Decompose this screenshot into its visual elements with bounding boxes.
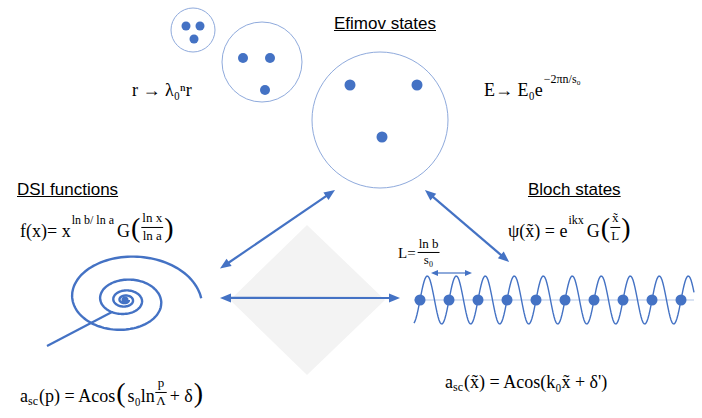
formula-part: Λ	[156, 394, 165, 409]
formula-part: (p) = Acos	[39, 386, 115, 407]
lattice-dot	[473, 295, 484, 306]
formula-part: ψ(x̃) = e	[508, 221, 567, 242]
formula-part: s₀	[424, 253, 434, 268]
arrow-head	[389, 293, 400, 302]
section-heading: DSI functions	[17, 180, 118, 200]
formula-part: L=	[398, 245, 416, 262]
double-arrow	[220, 190, 335, 269]
formula-part: ln b	[419, 237, 439, 252]
fraction-bar	[155, 392, 166, 393]
arrow-line	[229, 297, 391, 299]
formula-part: a	[20, 386, 28, 407]
arrow-head	[498, 251, 509, 262]
particle-dot	[377, 132, 388, 143]
lattice-dot	[560, 295, 571, 306]
formula-part: G	[587, 221, 600, 242]
particle-dot	[182, 22, 191, 31]
formula-part: (	[601, 212, 610, 244]
spiral-curve	[72, 257, 201, 330]
formula-part: (x̃) = Acos(k₀x̃ + δ')	[464, 372, 607, 393]
particle-dot	[260, 85, 270, 95]
particle-dot	[412, 80, 423, 91]
formula-part: −2πn/s₀	[544, 73, 581, 87]
concept-group: DSI functions	[35, 232, 220, 354]
formula-part: (	[131, 212, 140, 244]
particle-dot	[345, 80, 356, 91]
lattice-dot	[589, 295, 600, 306]
spiral-tail	[47, 312, 112, 346]
lattice-dot	[502, 295, 513, 306]
concept-group: Efimov states	[300, 8, 470, 190]
arrow-head	[425, 190, 436, 201]
fraction-bar	[610, 227, 620, 228]
section-heading: Bloch states	[528, 180, 621, 200]
fraction-bars	[141, 227, 620, 392]
lattice-dot	[444, 295, 455, 306]
lattice-dot	[415, 295, 426, 306]
particle-dot	[196, 22, 205, 31]
bloch-wave	[414, 270, 694, 324]
formula-part: )	[194, 377, 203, 409]
formula-part: ln b/ ln a	[72, 214, 114, 228]
double-arrow	[425, 190, 509, 262]
arrow-head	[220, 293, 231, 302]
wave-curve	[414, 276, 694, 324]
period-arrow-head	[431, 270, 438, 276]
formula-part: G	[117, 221, 130, 242]
formula-part: sc	[453, 381, 463, 395]
spiral-center	[122, 297, 129, 304]
lattice-dot	[676, 295, 687, 306]
particle-dot	[190, 35, 199, 44]
fraction-bar	[141, 227, 163, 228]
background-diamond	[230, 225, 385, 375]
formula-part: ln x	[142, 211, 162, 226]
formula-part: )	[621, 212, 630, 244]
arrow-line	[227, 195, 327, 263]
formula-part: ln a	[143, 229, 162, 244]
particle-dot	[238, 53, 248, 63]
section-heading: Efimov states	[334, 14, 436, 34]
formula-part: s₀ln	[127, 386, 154, 407]
period-arrow	[437, 272, 466, 273]
concept-group: Bloch states	[400, 262, 695, 334]
arrow-head	[220, 259, 232, 269]
double-arrow	[220, 293, 400, 302]
formula-part: )	[164, 212, 173, 244]
formula-part: + δ	[170, 386, 193, 407]
formula-part: a	[445, 372, 453, 393]
formula-part: ikx	[568, 214, 583, 228]
formula-part: sc	[28, 395, 38, 409]
formula-part: E→ E₀e	[484, 80, 543, 101]
lattice-dot	[618, 295, 629, 306]
medium-circle	[222, 22, 302, 102]
arrow-line	[432, 196, 503, 256]
formula-part: (	[116, 377, 125, 409]
lattice-dots	[415, 295, 687, 306]
arrow-head	[323, 190, 335, 200]
formula-part: L	[611, 229, 619, 244]
log-spiral	[47, 257, 201, 346]
formula-part: r → λ₀ⁿr	[132, 80, 192, 101]
small-circle	[171, 8, 215, 52]
lattice-dot	[647, 295, 658, 306]
lattice-dot	[531, 295, 542, 306]
formula-part: p	[158, 376, 165, 391]
period-arrow-head	[465, 270, 472, 276]
formula-part: x̃	[612, 211, 619, 226]
formula-part: f(x)= x	[20, 221, 71, 242]
particle-dot	[265, 53, 275, 63]
large-circle	[312, 52, 448, 188]
efimov-trimers	[171, 8, 448, 188]
